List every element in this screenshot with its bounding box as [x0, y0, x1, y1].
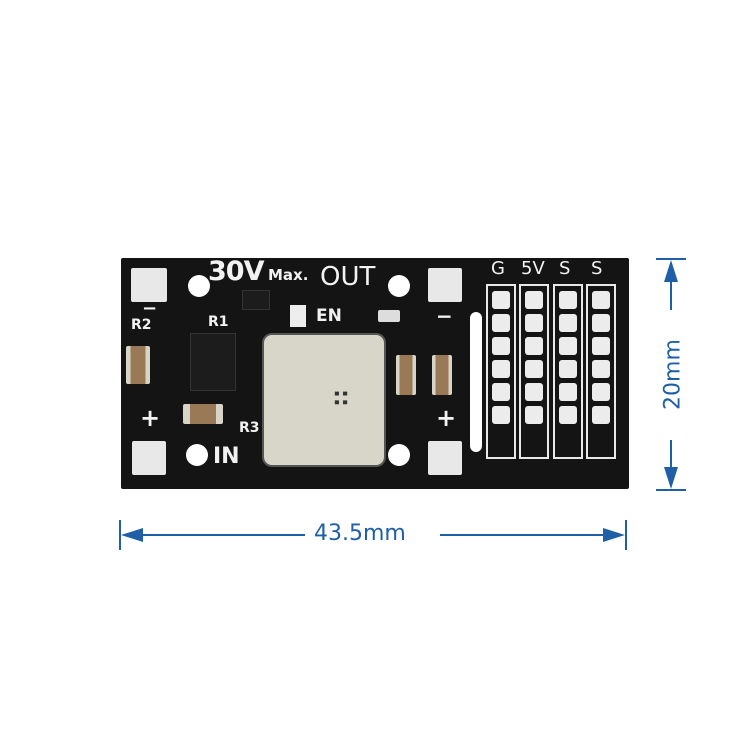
arrow-right-icon [603, 528, 625, 542]
mount-hole [188, 275, 210, 297]
height-dimension-label: 20mm [660, 339, 686, 410]
mount-hole [388, 444, 410, 466]
header-column-5v [519, 284, 549, 459]
mount-hole [186, 444, 208, 466]
arrow-up-icon [664, 260, 678, 282]
out-minus-pad [131, 268, 167, 302]
input-capacitor [126, 346, 150, 384]
capacitor [183, 404, 223, 424]
arrow-down-icon [664, 467, 678, 489]
in-pad-right [428, 441, 462, 475]
header-label-s1: S [559, 258, 571, 279]
r1-label: R1 [208, 314, 229, 330]
r3-label: R3 [239, 420, 260, 436]
r2-label: R2 [131, 317, 152, 333]
inductor-marking: ∷ [327, 390, 352, 406]
out-label: OUT [320, 262, 376, 292]
output-capacitor [432, 355, 452, 395]
height-dim-line-top [670, 268, 672, 310]
output-capacitor [396, 355, 416, 395]
header-label-g: G [491, 258, 505, 279]
header-column-s1 [553, 284, 583, 459]
height-dim-line-bottom [670, 440, 672, 482]
height-dim-tick-bottom [656, 489, 686, 491]
width-dim-line-left [130, 534, 305, 536]
header-label-s2: S [591, 258, 603, 279]
header-label-5v: 5V [521, 258, 545, 279]
arrow-left-icon [121, 528, 143, 542]
en-pad [290, 305, 306, 327]
header-column-g [486, 284, 516, 459]
minus-right-label: − [436, 304, 453, 328]
transistor [242, 290, 270, 310]
width-dim-tick-left [119, 520, 121, 550]
en-label: EN [316, 306, 342, 326]
plus-right-label: + [436, 404, 457, 432]
width-dimension-label: 43.5mm [314, 521, 406, 546]
in-plus-pad [132, 441, 166, 475]
led [378, 310, 400, 322]
board-slot [470, 312, 482, 452]
header-column-s2 [586, 284, 616, 459]
width-dim-line-right [440, 534, 615, 536]
inductor [262, 333, 386, 467]
plus-left-label: + [140, 404, 161, 432]
out-pad-right [428, 268, 462, 302]
minus-left-label: − [142, 298, 158, 319]
in-label: IN [213, 444, 240, 469]
voltage-label: 30V [208, 256, 264, 287]
ic-chip [190, 333, 236, 391]
width-dim-tick-right [625, 520, 627, 550]
max-label: Max. [268, 266, 309, 284]
height-dim-tick-top [656, 258, 686, 260]
mount-hole [388, 275, 410, 297]
